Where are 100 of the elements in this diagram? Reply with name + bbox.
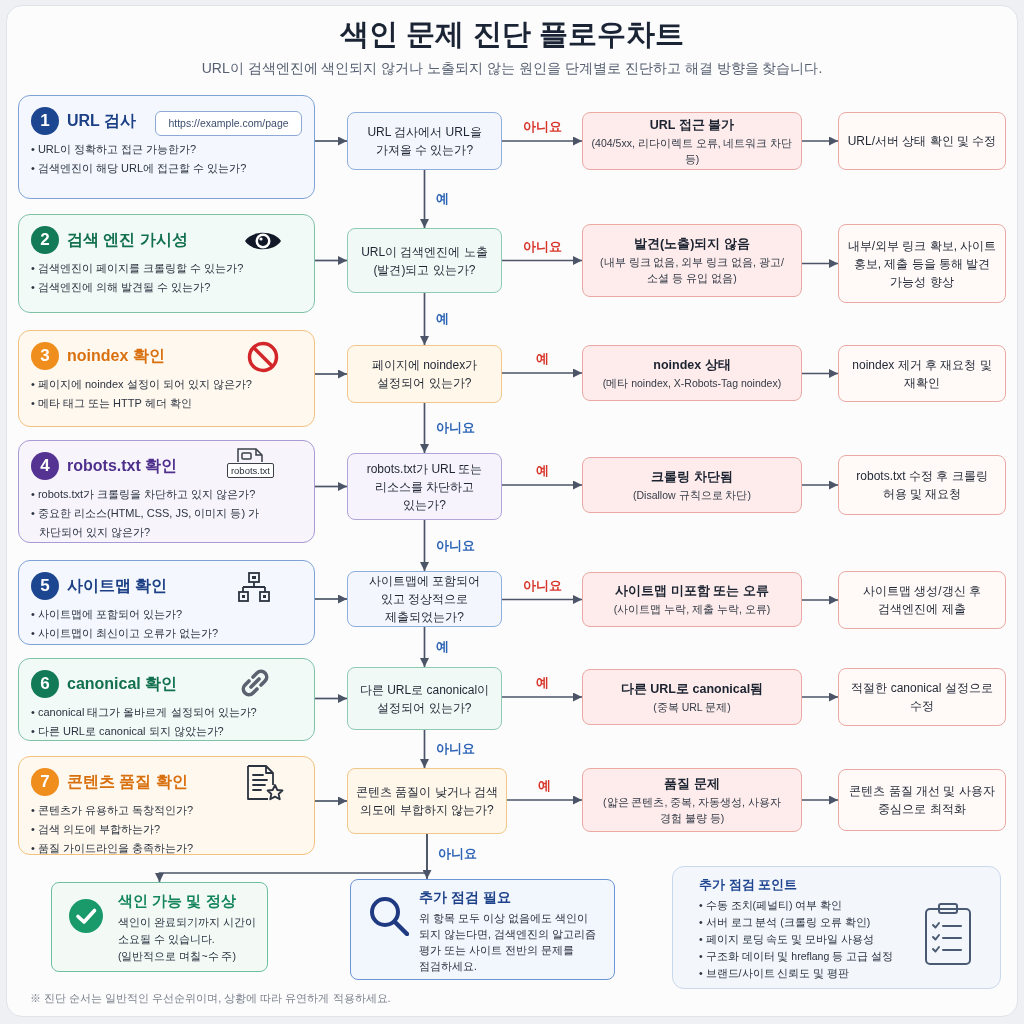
flow-arrow — [801, 595, 839, 605]
checklist-item: • 검색엔진에 의해 발견될 수 있는가? — [31, 280, 211, 295]
step-title: 검색 엔진 가시성 — [67, 230, 188, 250]
flow-arrow — [501, 692, 583, 702]
problem-detail: (사이트맵 누락, 제출 누락, 오류) — [613, 602, 771, 617]
checklist-item: • 페이지에 noindex 설정이 되어 있지 않은가? — [31, 377, 252, 392]
checklist-item: • robots.txt가 크롤링을 차단하고 있지 않은가? — [31, 487, 256, 502]
problem-title: 사이트맵 미포함 또는 오류 — [615, 583, 769, 600]
flow-arrow — [420, 169, 429, 229]
step-number: 3 — [31, 342, 59, 370]
action-box — [838, 112, 1006, 170]
diagram-title: 색인 문제 진단 플로우차트 — [339, 17, 685, 52]
url-input-field: https://example.com/page — [155, 111, 302, 136]
panel-title: 추가 점검 포인트 — [699, 876, 798, 894]
flow-arrow — [501, 595, 583, 604]
problem-box — [582, 112, 802, 170]
checklist-item: • 검색 의도에 부합하는가? — [31, 822, 161, 837]
flow-arrow — [801, 136, 839, 146]
question-text: 사이트맵에 포함되어 있고 정상적으로 제출되었는가? — [367, 573, 482, 626]
flow-arrow — [420, 402, 429, 454]
subtitle: URL이 검색엔진에 색인되지 않거나 노출되지 않는 원인을 단계별로 진단하고 해결 방향을 찾습니다. — [200, 59, 824, 78]
question-text: URL 검사에서 URL을 가져올 수 있는가? — [366, 124, 483, 159]
question-text: 콘텐츠 품질이 낮거나 검색 의도에 부합하지 않는가? — [356, 784, 498, 819]
flow-arrow — [420, 292, 429, 346]
flow-arrow — [801, 480, 839, 490]
checklist-item: • 수동 조치(페널티) 여부 확인 — [699, 898, 843, 913]
action-text: 적절한 canonical 설정으로 수정 — [850, 680, 994, 715]
checklist-item: • 서버 로그 분석 (크롤링 오류 확인) — [699, 915, 871, 930]
action-box — [838, 345, 1006, 402]
checklist-item: • 중요한 리소스(HTML, CSS, JS, 이미지 등) 가 차단되어 있지 않은가? — [31, 506, 261, 540]
flow-arrow — [314, 482, 348, 491]
flow-arrow — [501, 136, 583, 146]
problem-box — [582, 457, 802, 513]
checklist-item: • 사이트맵이 최신이고 오류가 없는가? — [31, 626, 219, 641]
flow-arrow — [801, 692, 839, 702]
question-text: 다른 URL로 canonical이 설정되어 있는가? — [358, 681, 491, 717]
action-text: 내부/외부 링크 확보, 사이트 홍보, 제출 등을 통해 발견 가능성 향상 — [847, 237, 997, 291]
decision-box — [347, 228, 502, 293]
decision-box — [347, 667, 502, 730]
checklist-item: • 다른 URL로 canonical 되지 않았는가? — [31, 724, 224, 739]
question-text: 페이지에 noindex가 설정되어 있는가? — [370, 357, 479, 392]
flow-arrow — [314, 594, 348, 604]
info-card — [350, 879, 615, 980]
step-number: 7 — [31, 768, 59, 796]
decision-box — [347, 453, 502, 520]
checklist-item: • canonical 태그가 올바르게 설정되어 있는가? — [31, 705, 257, 720]
checklist-item: • 사이트맵에 포함되어 있는가? — [31, 607, 183, 622]
problem-detail: (얇은 콘텐츠, 중복, 자동생성, 사용자 경험 불량 등) — [602, 794, 782, 826]
action-text: 사이트맵 생성/갱신 후 검색엔진에 제출 — [862, 583, 982, 618]
step-card — [18, 214, 315, 313]
step-card — [18, 560, 315, 645]
flow-arrow — [501, 368, 583, 378]
step-title: noindex 확인 — [67, 346, 165, 366]
step-number: 6 — [31, 670, 59, 698]
footnote: ※ 진단 순서는 일반적인 우선순위이며, 상황에 따라 유연하게 적용하세요. — [30, 991, 391, 1006]
result-note: 색인이 완료되기까지 시간이 소요될 수 있습니다. — [118, 915, 257, 947]
flow-arrow — [420, 519, 429, 572]
flow-arrow — [501, 480, 583, 490]
step-card — [18, 756, 315, 855]
flow-arrow — [314, 369, 348, 379]
problem-detail: (Disallow 규칙으로 차단) — [633, 487, 751, 503]
step-title: canonical 확인 — [67, 674, 178, 694]
checklist-item: • 검색엔진이 페이지를 크롤링할 수 있는가? — [31, 261, 244, 276]
problem-title: 품질 문제 — [664, 775, 720, 793]
flow-arrow — [420, 626, 429, 668]
info-text: 위 항목 모두 이상 없음에도 색인이 되지 않는다면, 검색엔진의 알고리즘 평가 또는 사이트 전반의 문제를 점검하세요. — [419, 911, 597, 974]
result-note: (일반적으로 며칠~수 주) — [118, 949, 237, 964]
problem-detail: (내부 링크 없음, 외부 링크 없음, 광고/소셜 등 유입 없음) — [599, 255, 785, 286]
checklist-panel — [672, 866, 1001, 989]
result-title: 색인 가능 및 정상 — [118, 891, 237, 911]
step-card — [18, 330, 315, 427]
problem-title: 다른 URL로 canonical됨 — [620, 680, 764, 698]
flow-arrow — [501, 256, 583, 265]
checklist-item: • 메타 태그 또는 HTTP 헤더 확인 — [31, 396, 192, 411]
action-box — [838, 668, 1006, 726]
file-name-label: robots.txt — [226, 463, 274, 478]
question-text: URL이 검색엔진에 노출(발견)되고 있는가? — [360, 243, 489, 279]
decision-box — [347, 345, 502, 403]
checklist-item: • 품질 가이드라인을 충족하는가? — [31, 841, 194, 856]
flow-arrow — [314, 136, 348, 146]
checklist-item: • 콘텐츠가 유용하고 독창적인가? — [31, 803, 194, 818]
decision-box — [347, 571, 502, 627]
step-card — [18, 658, 315, 741]
flow-arrow — [420, 729, 429, 769]
problem-detail: (404/5xx, 리다이렉트 오류, 네트워크 차단 등) — [591, 135, 793, 167]
checklist-item: • 구조화 데이터 및 hreflang 등 고급 설정 — [699, 949, 894, 964]
result-card — [51, 882, 268, 972]
step-title: URL 검사 — [67, 111, 137, 131]
step-card — [18, 440, 315, 543]
problem-box — [582, 224, 802, 297]
question-text: robots.txt가 URL 또는 리소스를 차단하고 있는가? — [365, 460, 484, 514]
flow-arrow — [506, 795, 583, 805]
flow-arrow — [801, 369, 839, 378]
action-box — [838, 455, 1006, 515]
action-box — [838, 224, 1006, 303]
step-number: 4 — [31, 452, 59, 480]
problem-box — [582, 669, 802, 725]
checklist-item: • 페이지 로딩 속도 및 모바일 사용성 — [699, 932, 875, 947]
problem-detail: (중복 URL 문제) — [653, 699, 731, 715]
problem-title: 크롤링 차단됨 — [651, 468, 733, 486]
